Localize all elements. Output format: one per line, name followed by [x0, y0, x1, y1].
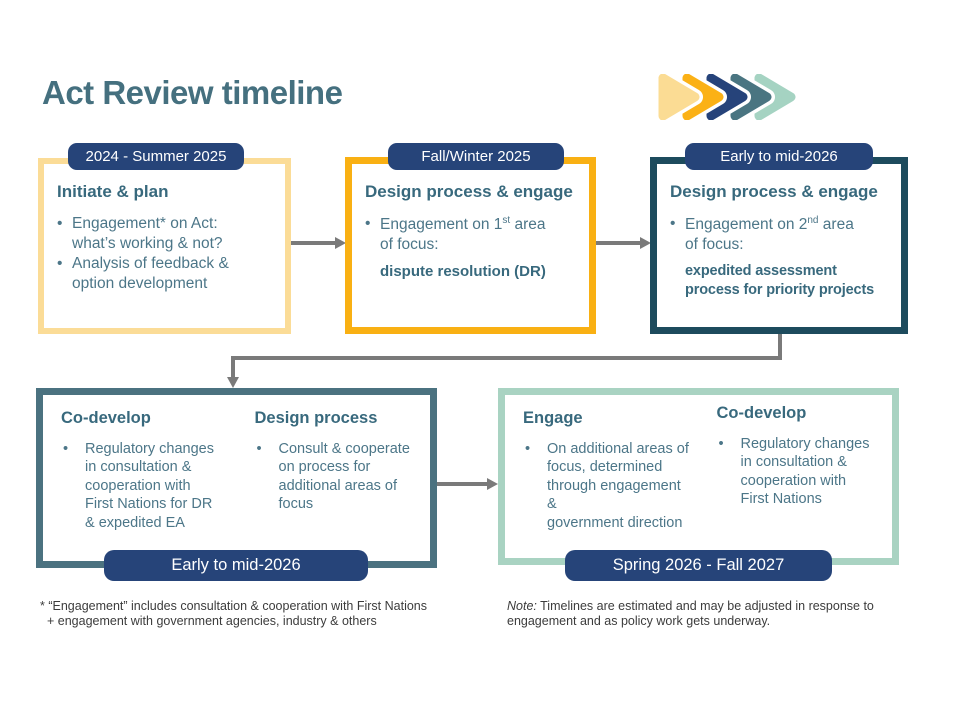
bullet-text: Regulatory changes in consultation & coo… [740, 436, 870, 508]
date-pill-early-mid-2026-top: Early to mid-2026 [685, 143, 873, 170]
phase-box-initiate-plan: Initiate & plan • Engagement* on Act: wh… [38, 158, 291, 334]
phase-heading: Engage [523, 409, 583, 427]
bullet-icon: • [63, 441, 69, 457]
arrow-box2-to-box3-icon [596, 237, 651, 249]
bullet-icon: • [718, 436, 724, 452]
phase-heading: Initiate & plan [57, 182, 169, 201]
column-codevelop: Co-develop • Regulatory changes in consu… [43, 395, 237, 561]
list-item: • On additional areas of focus, determin… [523, 440, 695, 532]
list-item: • Consult & cooperate on process for add… [255, 440, 427, 514]
bullet-icon: • [57, 215, 63, 232]
bullet-icon: • [57, 255, 63, 273]
bullet-text: Regulatory changes in consultation & coo… [85, 441, 214, 531]
footnote-engagement-definition: * “Engagement” includes consultation & c… [40, 599, 427, 630]
phase-box-engage-codevelop: Engage • On additional areas of focus, d… [498, 388, 899, 565]
phase-heading: Co-develop [716, 404, 807, 422]
phase-heading: Design process & engage [670, 182, 878, 201]
list-item: • Analysis of feedback & option developm… [57, 254, 281, 294]
ordinal-suffix: st [502, 215, 511, 226]
footnote-line: + engagement with government agencies, i… [47, 614, 377, 629]
phase-heading: Co-develop [61, 409, 151, 427]
bullet-text: On additional areas of focus, determined… [547, 441, 689, 531]
list-item: • Regulatory changes in consultation & c… [61, 440, 233, 532]
bullet-text: Analysis of feedback & option developmen… [72, 255, 229, 293]
footnote-line: * “Engagement” includes consultation & c… [40, 599, 428, 613]
footnote-timelines-note: Note: Timelines are estimated and may be… [507, 599, 927, 630]
list-item: • Engagement on 1st area of focus: [365, 214, 585, 255]
focus-area-text: expedited assessment process for priorit… [685, 263, 875, 299]
bullet-text: Engagement* on Act: what’s working & not… [72, 215, 223, 253]
arrow-box4-to-box5-icon [437, 478, 498, 490]
note-label: Note: [507, 599, 537, 613]
arrow-box3-to-box4-elbow-icon [227, 334, 782, 388]
bullet-text: Consult & cooperate on process for addit… [278, 441, 410, 513]
chevron-yellow-icon [658, 74, 700, 120]
ordinal-suffix: nd [807, 215, 819, 226]
bullet-icon: • [525, 441, 531, 457]
logo-chevrons-icon [657, 74, 796, 120]
column-codevelop: Co-develop • Regulatory changes in consu… [699, 390, 893, 558]
bullet-text: Engagement on 2nd area of focus: [685, 215, 854, 254]
list-item: • Engagement* on Act: what’s working & n… [57, 214, 281, 254]
column-design-process: Design process • Consult & cooperate on … [237, 395, 431, 561]
phase-heading: Design process [254, 409, 378, 427]
bullet-icon: • [256, 441, 262, 457]
phase-heading: Design process & engage [365, 182, 573, 201]
date-pill-fall-winter-2025: Fall/Winter 2025 [388, 143, 564, 170]
arrow-box1-to-box2-icon [291, 237, 346, 249]
list-item: • Engagement on 2nd area of focus: [670, 214, 897, 255]
list-item: • Regulatory changes in consultation & c… [717, 435, 889, 509]
bullet-icon: • [365, 215, 371, 232]
bullet-text: Engagement on 1st area of focus: [380, 215, 546, 254]
phase-box-design-engage-2: Design process & engage • Engagement on … [650, 157, 908, 334]
bullet-icon: • [670, 215, 676, 232]
date-pill-spring-2026-fall-2027: Spring 2026 - Fall 2027 [565, 550, 832, 581]
page-title: Act Review timeline [42, 74, 343, 111]
phase-box-codevelop-design: Co-develop • Regulatory changes in consu… [36, 388, 437, 568]
date-pill-early-mid-2026-bottom: Early to mid-2026 [104, 550, 368, 581]
column-engage: Engage • On additional areas of focus, d… [505, 395, 699, 558]
phase-box-design-engage-1: Design process & engage • Engagement on … [345, 157, 596, 334]
focus-area-text: dispute resolution (DR) [380, 263, 546, 281]
note-text: Timelines are estimated and may be adjus… [507, 599, 874, 629]
date-pill-2024-summer-2025: 2024 - Summer 2025 [68, 143, 244, 170]
